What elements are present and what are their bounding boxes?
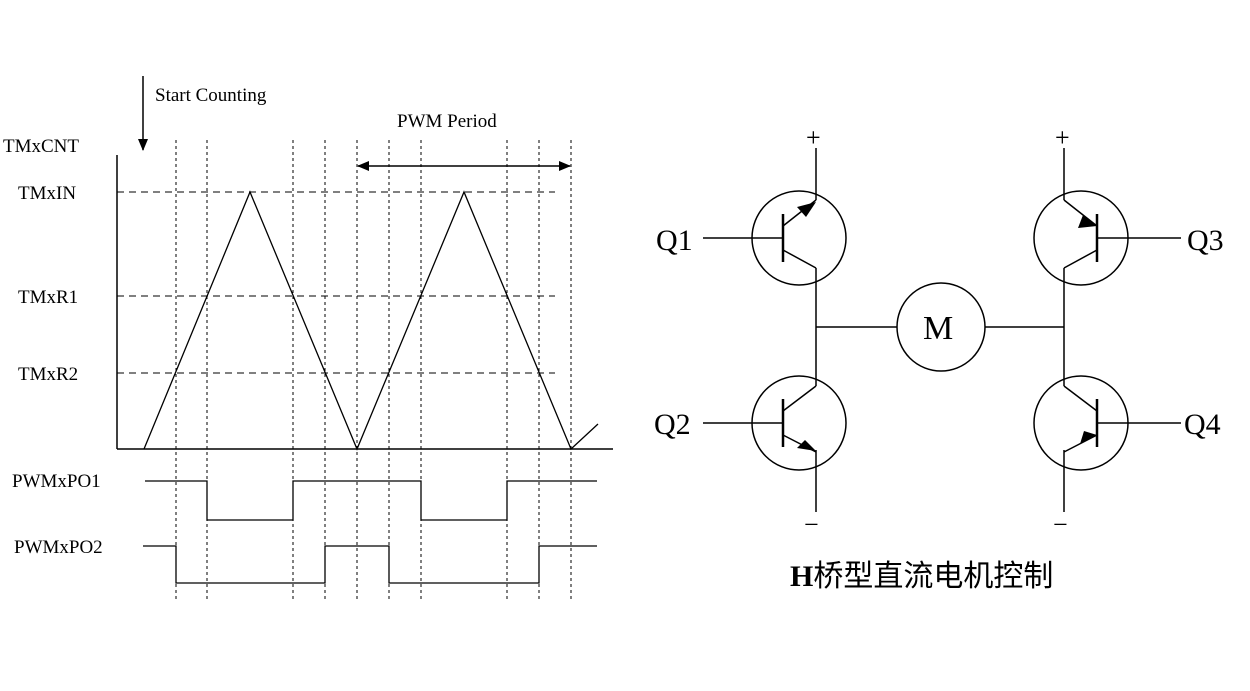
tmxcnt-axis-label: TMxCNT (3, 136, 79, 157)
pwmxpo2-label: PWMxPO2 (14, 537, 103, 558)
caption-text: 桥型直流电机控制 (813, 560, 1053, 593)
motor-label: M (923, 310, 953, 347)
q4-label: Q4 (1184, 408, 1221, 441)
pwmxpo2-waveform (143, 545, 597, 584)
transistor-q1 (703, 190, 847, 286)
counter-waveform (143, 190, 599, 451)
supply-plus-left: + (806, 123, 821, 152)
pwm-period-label: PWM Period (397, 111, 497, 132)
transistor-q3 (1033, 190, 1181, 286)
transistor-q2 (703, 375, 847, 471)
transistor-q4 (1033, 375, 1181, 471)
pwm-timing-diagram (116, 76, 613, 600)
h-bridge-circuit (703, 148, 1181, 512)
h-bridge-caption: H桥型直流电机控制 (790, 560, 1053, 593)
tmxr1-level-label: TMxR1 (18, 287, 78, 308)
q3-label: Q3 (1187, 224, 1224, 257)
q2-label: Q2 (654, 408, 691, 441)
tmxin-level-label: TMxIN (18, 183, 76, 204)
caption-bold: H (790, 560, 813, 593)
pwmxpo1-label: PWMxPO1 (12, 471, 101, 492)
start-counting-label: Start Counting (155, 85, 267, 106)
time-markers (175, 140, 572, 600)
supply-minus-right: − (1053, 510, 1068, 539)
motor-symbol (896, 282, 986, 372)
pwmxpo1-waveform (145, 480, 597, 521)
supply-minus-left: − (804, 510, 819, 539)
supply-plus-right: + (1055, 123, 1070, 152)
tmxr2-level-label: TMxR2 (18, 364, 78, 385)
q1-label: Q1 (656, 224, 693, 257)
